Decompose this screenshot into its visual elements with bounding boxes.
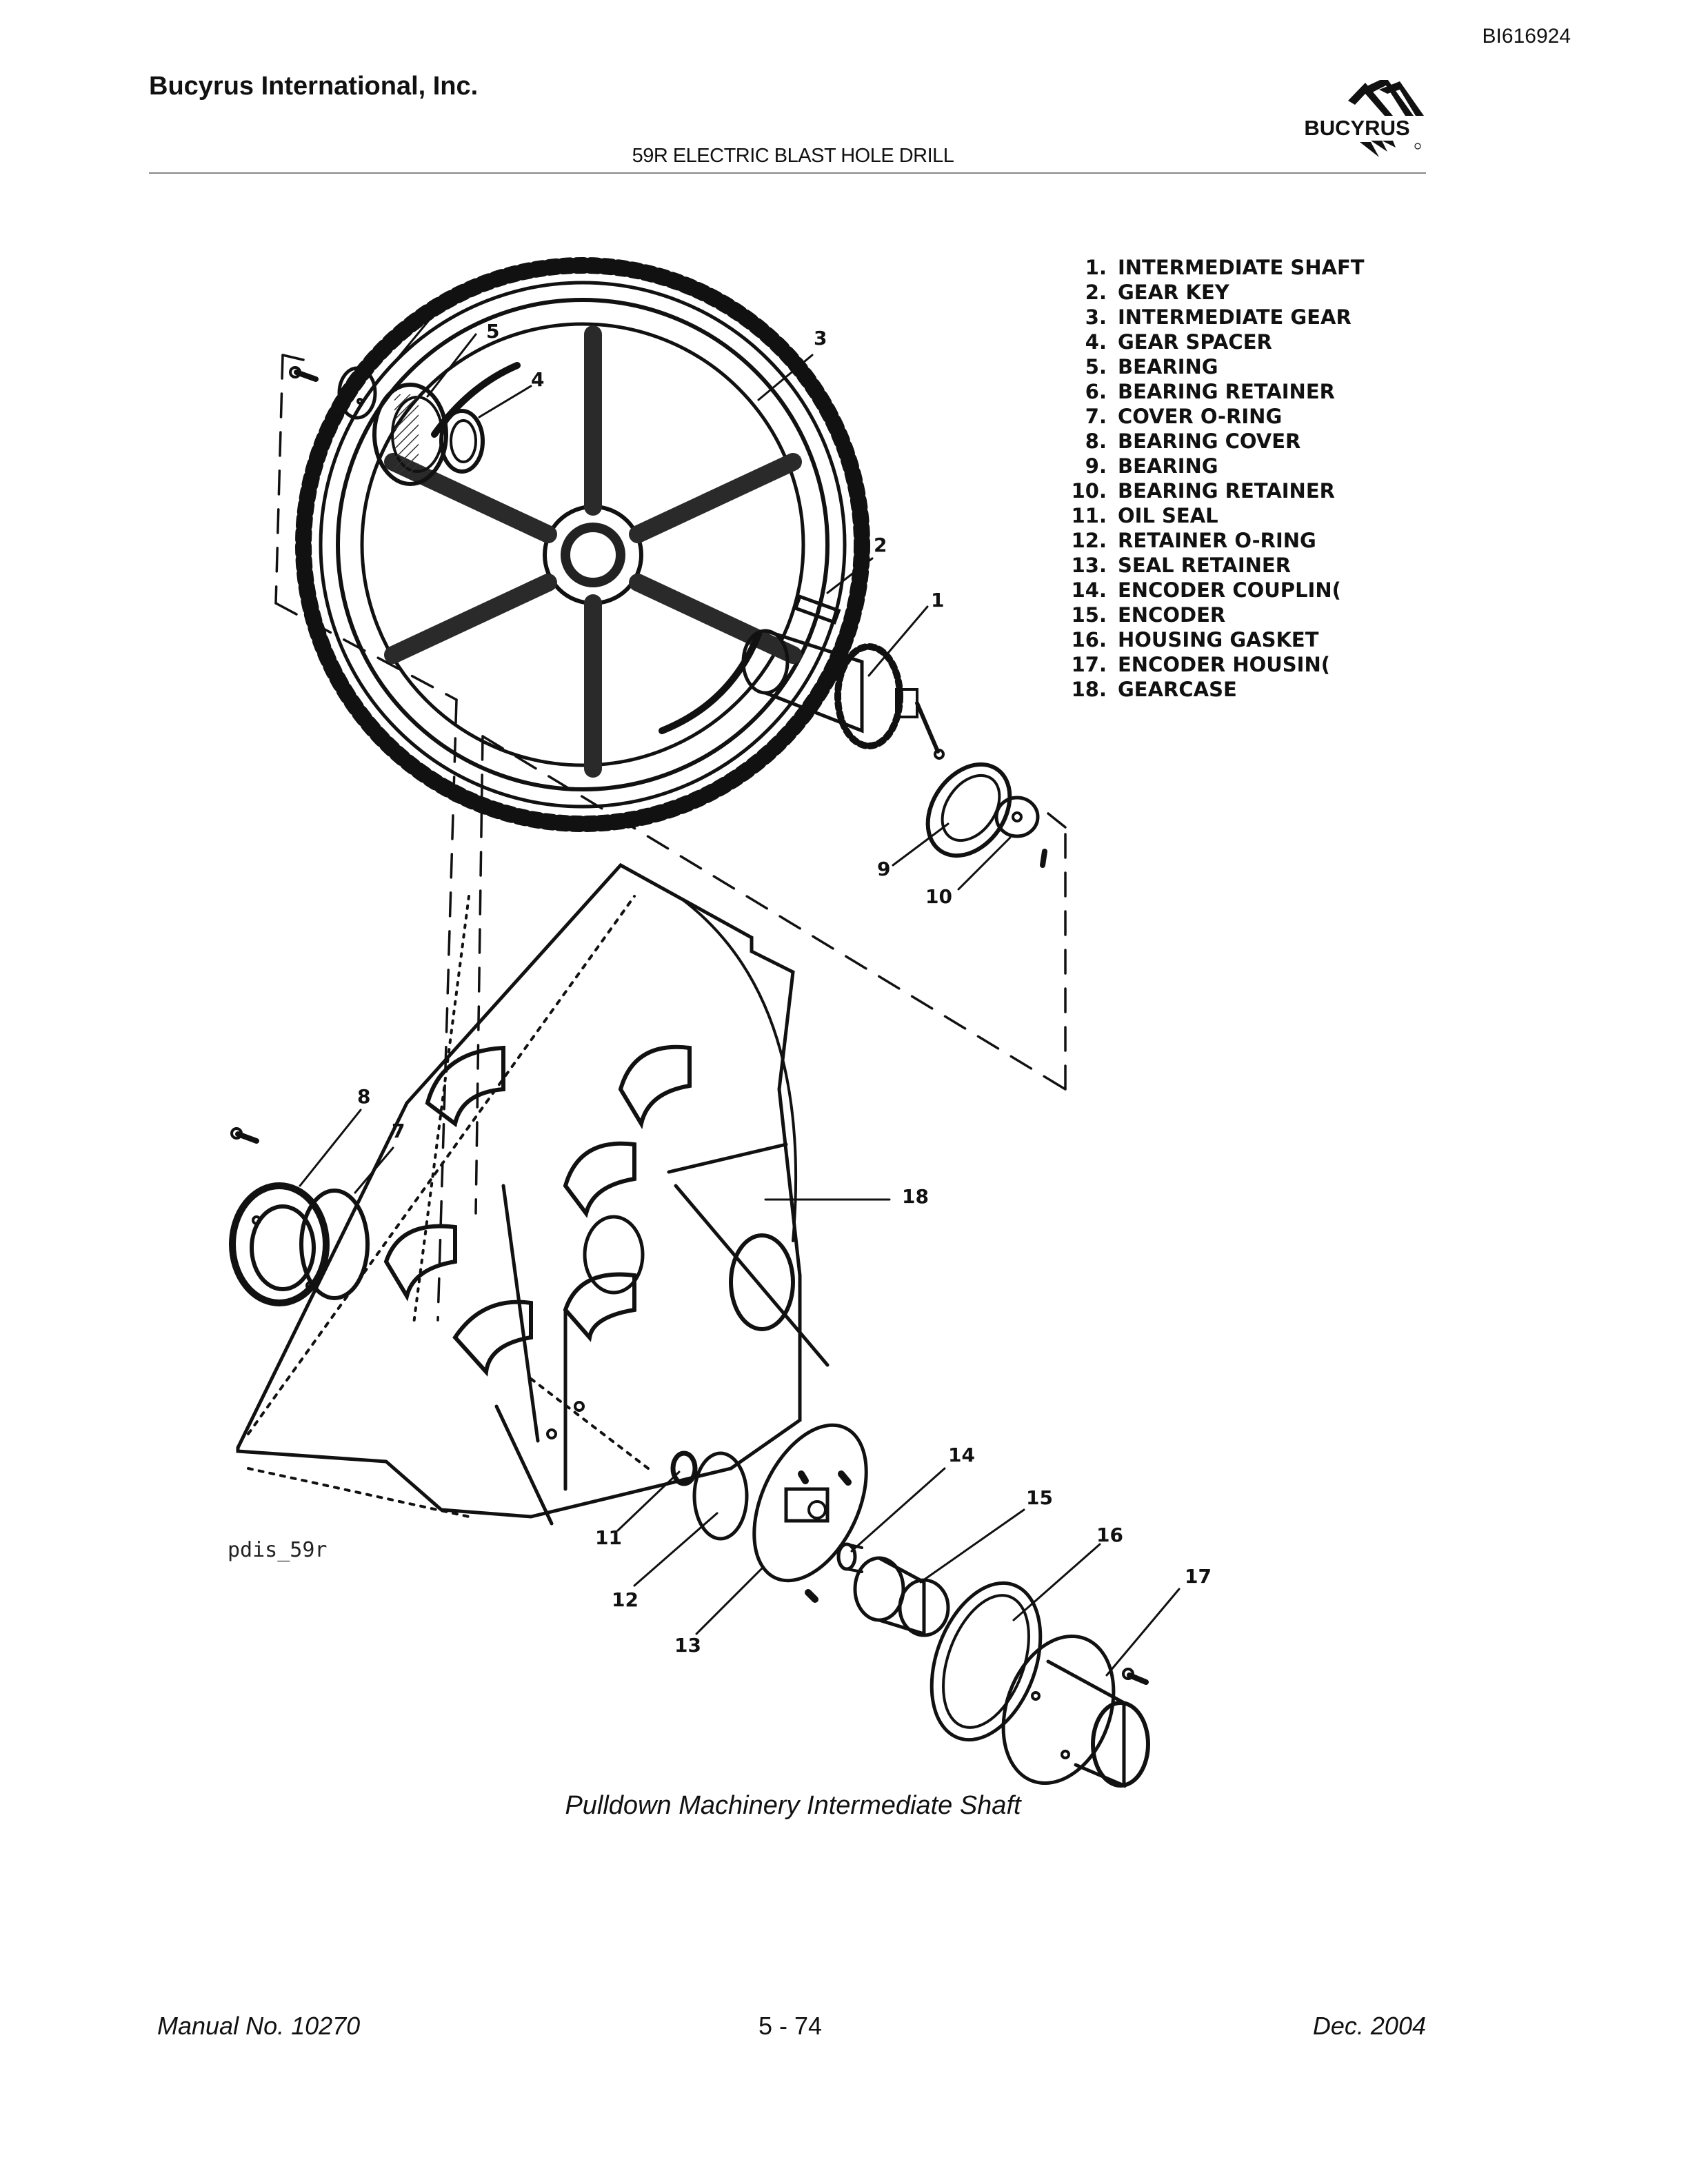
callout-8: 8 <box>357 1085 370 1108</box>
oil-seal <box>670 1450 698 1486</box>
exploded-view-drawing: 6 5 4 3 2 1 9 10 8 7 18 11 12 13 14 15 1… <box>228 257 1212 1788</box>
callout-10: 10 <box>925 885 952 908</box>
page-number: 5 - 74 <box>758 2012 823 2040</box>
encoder <box>853 1556 950 1637</box>
gear-key <box>793 594 841 625</box>
callout-15: 15 <box>1026 1486 1053 1509</box>
seal-retainer <box>752 1423 868 1603</box>
callout-2: 2 <box>874 534 887 556</box>
legend-item: 1.INTERMEDIATE SHAFT <box>1085 256 1365 279</box>
bolt-top-left <box>289 366 319 382</box>
callout-7: 7 <box>392 1120 405 1142</box>
intermediate-shaft <box>741 629 945 760</box>
callout-9: 9 <box>877 858 890 880</box>
manual-number: Manual No. 10270 <box>157 2012 361 2040</box>
legend-item: 10.BEARING RETAINER <box>1071 479 1335 503</box>
figure-caption: Pulldown Machinery Intermediate Shaft <box>565 1791 1021 1820</box>
legend-item: 15.ENCODER <box>1071 603 1226 627</box>
legend-item: 18.GEARCASE <box>1071 678 1237 701</box>
callout-12: 12 <box>612 1588 639 1611</box>
bearing-9 <box>925 762 1012 858</box>
gearcase <box>236 862 830 1526</box>
bearing-retainer-6 <box>337 366 377 420</box>
callout-14: 14 <box>948 1444 975 1466</box>
callout-18: 18 <box>902 1185 929 1208</box>
bearing-cover <box>229 1182 330 1306</box>
legend-item: 3.INTERMEDIATE GEAR <box>1085 305 1352 329</box>
leader-lines <box>299 312 1180 1677</box>
encoder-coupling <box>836 1542 863 1573</box>
callout-16: 16 <box>1096 1524 1123 1546</box>
intermediate-gear <box>295 257 870 832</box>
bolt-bottom-right <box>1122 1668 1149 1685</box>
gear-spacer-4 <box>439 409 485 474</box>
legend-item: 8.BEARING COVER <box>1085 429 1301 453</box>
legend-item: 13.SEAL RETAINER <box>1071 554 1292 577</box>
legend-item: 16.HOUSING GASKET <box>1071 628 1319 651</box>
legend-item: 9.BEARING <box>1085 454 1218 478</box>
bucyrus-logo: BUCYRUS <box>1283 80 1427 157</box>
callout-11: 11 <box>595 1526 622 1549</box>
bearing-5 <box>372 383 448 486</box>
company-name: Bucyrus International, Inc. <box>149 72 479 101</box>
logo-wordmark: BUCYRUS <box>1304 116 1409 140</box>
legend-item: 11.OIL SEAL <box>1071 504 1218 527</box>
callout-13: 13 <box>674 1634 701 1657</box>
legend-item: 12.RETAINER O-RING <box>1071 529 1316 552</box>
image-tag: pdis_59r <box>228 1538 328 1562</box>
legend-item: 14.ENCODER COUPLIN( <box>1071 578 1341 602</box>
callout-3: 3 <box>814 327 827 350</box>
encoder-housing <box>1001 1634 1150 1788</box>
callout-5: 5 <box>486 320 499 343</box>
bearing-retainer-10 <box>994 796 1040 838</box>
parts-legend: 1.INTERMEDIATE SHAFT 2.GEAR KEY 3.INTERM… <box>1058 255 1365 702</box>
legend-item: 7.COVER O-RING <box>1085 405 1283 428</box>
cover-o-ring <box>299 1189 370 1300</box>
callout-17: 17 <box>1185 1565 1212 1588</box>
callout-4: 4 <box>531 368 544 391</box>
callout-1: 1 <box>931 589 944 611</box>
bolt-left <box>230 1127 259 1144</box>
document-id: BI616924 <box>1482 25 1571 48</box>
header-rule <box>149 172 1426 174</box>
legend-item: 5.BEARING <box>1085 355 1218 378</box>
legend-item: 4.GEAR SPACER <box>1085 330 1272 354</box>
bolt-right <box>1040 849 1047 868</box>
legend-item: 6.BEARING RETAINER <box>1085 380 1335 403</box>
callout-6: 6 <box>436 292 450 315</box>
legend-item: 17.ENCODER HOUSIN( <box>1071 653 1330 676</box>
legend-item: 2.GEAR KEY <box>1085 281 1229 304</box>
assembly-lines <box>274 354 1067 1322</box>
document-subtitle: 59R ELECTRIC BLAST HOLE DRILL <box>632 145 954 167</box>
retainer-o-ring <box>692 1451 749 1541</box>
housing-gasket <box>930 1581 1043 1742</box>
publication-date: Dec. 2004 <box>1312 2012 1426 2040</box>
